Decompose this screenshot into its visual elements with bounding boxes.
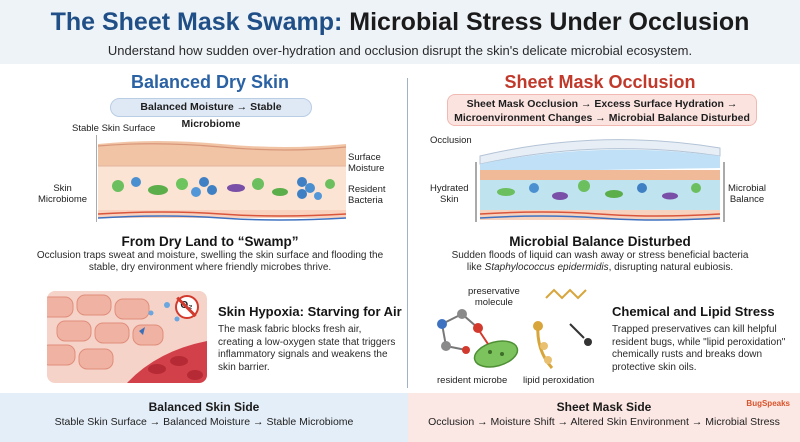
- page-title: The Sheet Mask Swamp: Microbial Stress U…: [0, 8, 800, 37]
- preservative-molecule-icon: [437, 309, 483, 354]
- occluded-skin-illustration: [475, 139, 725, 222]
- right-flow-line-2: Microenvironment Changes → Microbial Bal…: [454, 112, 750, 124]
- chem-body: Trapped preservatives can kill helpful r…: [612, 324, 786, 373]
- label-skin-microbiome: Skin Microbiome: [38, 183, 88, 205]
- dry-skin-illustration: [96, 135, 347, 222]
- hypoxia-body: The mask fabric blocks fresh air, creati…: [218, 324, 396, 373]
- right-section-body: Sudden floods of liquid can wash away or…: [414, 250, 786, 274]
- resident-bacteria-cluster: [112, 177, 335, 200]
- right-section-body-line-1: Sudden floods of liquid can wash away or…: [451, 250, 749, 261]
- page-subtitle: Understand how sudden over-hydration and…: [107, 43, 693, 58]
- footer-right-body: Occlusion → Moisture Shift → Altered Ski…: [428, 416, 780, 428]
- trapped-water-layer: [480, 149, 720, 172]
- title-part-1: The Sheet Mask Swamp:: [50, 8, 343, 36]
- title-part-2: Microbial Stress Under Occlusion: [349, 8, 750, 36]
- footer-balanced-side: Balanced Skin Side Stable Skin Surface →…: [0, 393, 408, 442]
- left-section-title: From Dry Land to “Swamp”: [121, 234, 299, 249]
- footer-left-body: Stable Skin Surface → Balanced Moisture …: [54, 416, 354, 428]
- right-flow-pill: Sheet Mask Occlusion → Excess Surface Hy…: [447, 94, 757, 126]
- label-stable-surface: Stable Skin Surface: [72, 123, 156, 134]
- skin-surface-layer: [98, 141, 346, 166]
- column-divider: [407, 78, 408, 388]
- right-section-title: Microbial Balance Disturbed: [509, 234, 691, 249]
- species-name: Staphylococcus epidermidis: [484, 262, 609, 273]
- left-section-body: Occlusion traps sweat and moisture, swel…: [36, 250, 384, 273]
- footer-right-title: Sheet Mask Side: [556, 400, 652, 414]
- label-microbial-balance: Microbial Balance: [728, 183, 767, 205]
- title-bar: [0, 0, 800, 64]
- skin-dermis-layer: [98, 166, 346, 210]
- label-resident-microbe: resident microbe: [437, 375, 508, 386]
- label-lipid-peroxidation: lipid peroxidation: [523, 375, 595, 386]
- right-flow-line-1: Sheet Mask Occlusion → Excess Surface Hy…: [466, 98, 738, 110]
- chemical-stress-illustration: [437, 288, 592, 369]
- right-heading: Sheet Mask Occlusion: [504, 72, 696, 92]
- chem-title: Chemical and Lipid Stress: [612, 304, 775, 319]
- left-flow-pill: Balanced Moisture → Stable Microbiome: [110, 98, 312, 130]
- right-section-body-line-2: like Staphylococcus epidermidis, disrupt…: [466, 262, 734, 273]
- no-oxygen-icon: O₂: [175, 295, 199, 319]
- stressed-bacteria: [497, 180, 701, 200]
- footer-mask-side: Sheet Mask Side Occlusion → Moisture Shi…: [408, 393, 800, 442]
- label-occlusion: Occlusion: [430, 135, 472, 146]
- footer-left-title: Balanced Skin Side: [148, 400, 260, 414]
- hypoxia-illustration: O₂: [47, 291, 207, 383]
- flooded-dermis-layer: [480, 180, 720, 210]
- lipid-peroxidation-icon: [533, 288, 592, 369]
- label-hydrated-skin: Hydrated Skin: [430, 183, 469, 205]
- left-heading: Balanced Dry Skin: [130, 72, 290, 92]
- brand-logo: BugSpeaks: [746, 399, 790, 408]
- resident-microbe-icon: [473, 331, 519, 368]
- label-resident-bacteria: Resident Bacteria: [348, 184, 386, 206]
- hypoxia-title: Skin Hypoxia: Starving for Air: [218, 304, 402, 319]
- label-surface-moisture: Surface Moisture: [348, 152, 385, 174]
- label-preservative-molecule: preservative molecule: [468, 286, 520, 308]
